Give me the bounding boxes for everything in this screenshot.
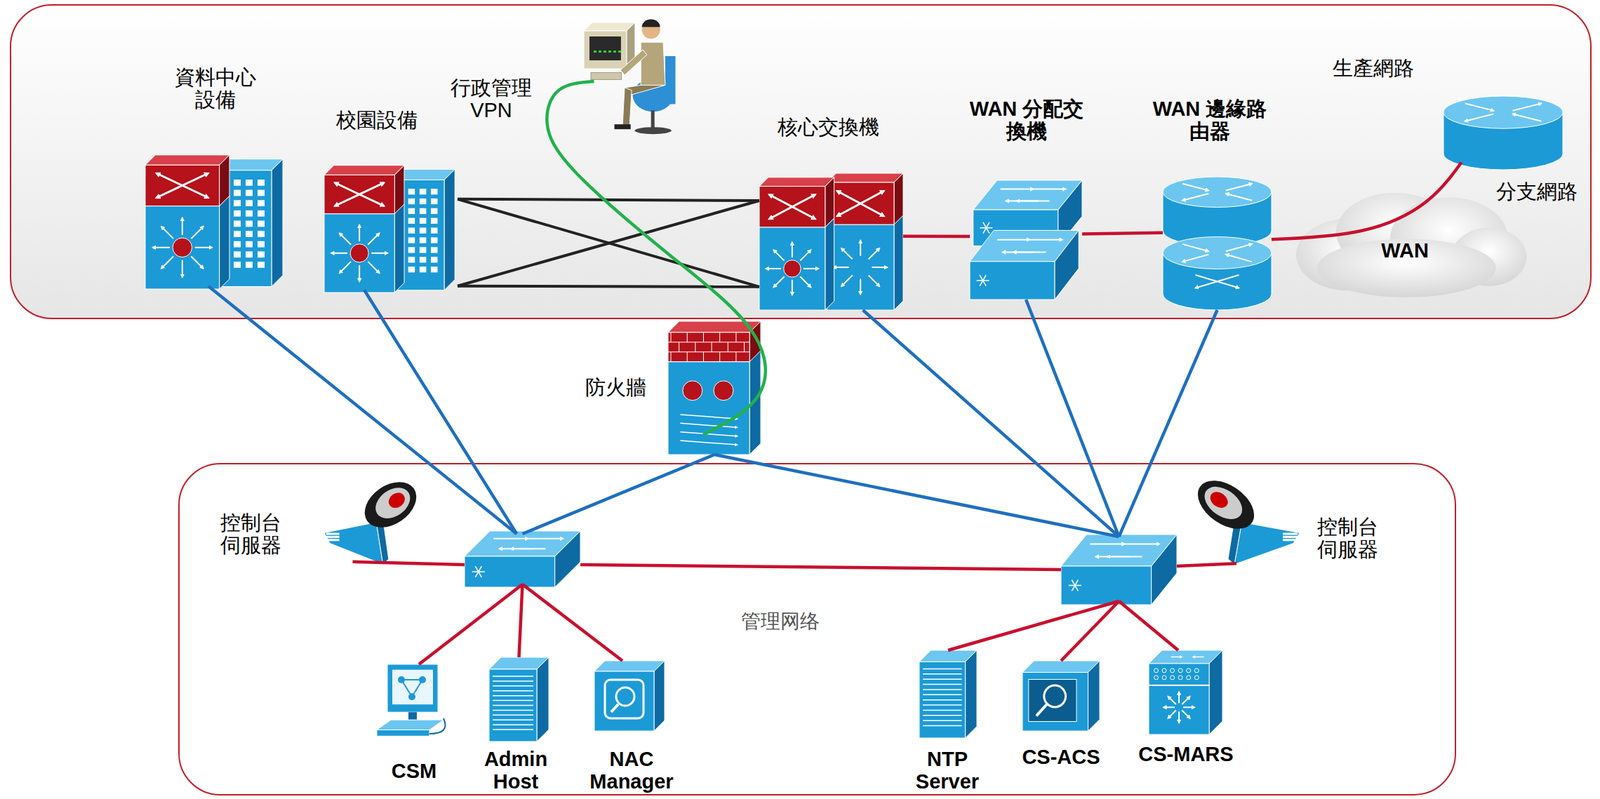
network-device: 防火牆	[668, 321, 761, 455]
switch-icon	[1061, 534, 1177, 605]
csm-icon	[376, 664, 448, 742]
device-label: NTP Server	[907, 748, 989, 794]
network-device: 控制台 伺服器	[1194, 478, 1300, 567]
mars-icon	[1148, 650, 1223, 735]
network-link	[714, 454, 1120, 537]
network-device: 分支網路	[1443, 96, 1563, 170]
network-link	[457, 200, 760, 287]
network-device: CS-ACS	[1022, 661, 1100, 732]
consoleR-icon	[1194, 478, 1300, 567]
network-device: 控制台 伺服器	[324, 478, 419, 567]
network-link	[457, 199, 760, 288]
network-link	[1061, 601, 1120, 662]
network-device: 校園設備	[324, 162, 458, 293]
network-link	[418, 584, 523, 665]
network-device: 行政管理 VPN	[583, 11, 686, 139]
acs-icon	[1022, 661, 1100, 732]
device-label: 生產網路	[1332, 57, 1415, 80]
network-link	[352, 562, 466, 565]
network-link	[522, 454, 716, 535]
device-label: 校園設備	[336, 109, 418, 132]
network-link	[903, 234, 970, 238]
device-label: CSM	[391, 760, 437, 784]
device-label: WAN	[1381, 240, 1429, 263]
device-label: 核心交換機	[777, 116, 880, 139]
console-icon	[324, 478, 419, 567]
network-device: NAC Manager	[594, 661, 665, 732]
device-label: 行政管理 VPN	[447, 77, 536, 123]
network-device: NTP Server	[919, 650, 977, 739]
device-label: Admin Host	[479, 748, 553, 794]
device-label: WAN 邊緣路由器	[1148, 98, 1272, 144]
network-link	[1271, 162, 1462, 240]
device-label: 管理网络	[741, 611, 820, 633]
network-device: Admin Host	[489, 657, 549, 742]
dc-icon	[324, 162, 458, 293]
dc-icon	[145, 152, 286, 290]
network-device	[464, 531, 581, 588]
device-label: 資料中心 設備	[171, 66, 260, 112]
network-link	[580, 564, 1062, 570]
network-link	[948, 601, 1120, 651]
network-link	[364, 289, 517, 535]
network-link	[457, 286, 760, 288]
network-link	[863, 310, 1120, 537]
network-device: WAN 分配交換機	[969, 180, 1083, 300]
network-zone: 管理网络控制台 伺服器CSMAdmin HostNAC Manager控制台 伺…	[178, 463, 1457, 796]
network-zone: 生產網路資料中心 設備校園設備核心交換機WAN 分配交換機WAN 邊緣路由器分支…	[9, 4, 1592, 320]
device-label: NAC Manager	[582, 748, 681, 794]
device-label: 防火牆	[585, 376, 647, 400]
network-device: CS-MARS	[1148, 650, 1223, 735]
network-device: 資料中心 設備	[145, 152, 286, 290]
server-icon	[489, 657, 549, 742]
device-label: CS-MARS	[1138, 743, 1233, 767]
network-device	[1061, 534, 1177, 605]
network-link	[1082, 232, 1163, 235]
network-link	[1119, 310, 1218, 537]
switch-icon	[464, 531, 581, 588]
device-label: WAN 分配交換機	[965, 98, 1089, 144]
device-label: CS-ACS	[1021, 746, 1100, 770]
nac-icon	[594, 661, 665, 732]
network-link	[519, 584, 523, 658]
network-link	[208, 286, 517, 535]
network-link	[1025, 299, 1120, 537]
drouter-icon	[1162, 176, 1272, 311]
core-icon	[759, 173, 904, 311]
network-link	[457, 199, 760, 201]
device-label: 控制台 伺服器	[1314, 516, 1382, 562]
person-icon	[583, 11, 686, 139]
device-label: 控制台 伺服器	[217, 512, 285, 558]
network-link	[1119, 601, 1179, 651]
network-link	[522, 584, 624, 662]
network-device: WAN 邊緣路由器	[1162, 176, 1272, 311]
firewall-icon	[668, 321, 761, 455]
network-device: CSM	[376, 664, 448, 742]
router-icon	[1443, 96, 1563, 170]
network-link	[546, 81, 765, 436]
dswitch-icon	[969, 180, 1083, 300]
network-link	[1176, 563, 1237, 567]
server-icon	[919, 650, 977, 739]
device-label: 分支網路	[1496, 181, 1578, 204]
network-device: WAN	[1289, 187, 1525, 300]
network-device: 核心交換機	[759, 173, 904, 311]
